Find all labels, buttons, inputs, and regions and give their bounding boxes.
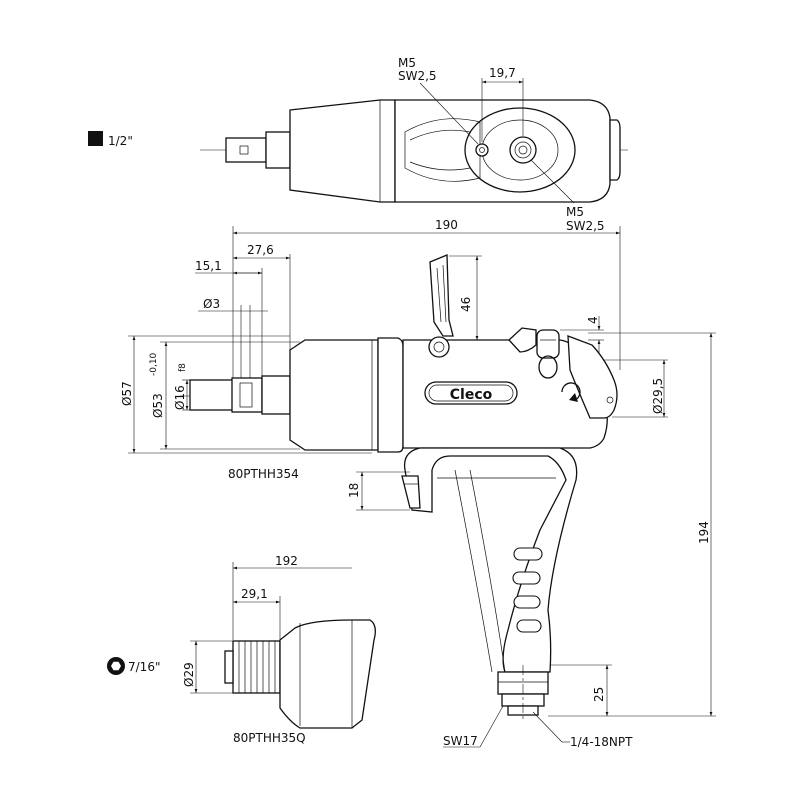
dim-192-label: 192	[275, 554, 298, 568]
npt-thread-label: 1/4-18NPT	[570, 735, 633, 749]
variant-hammer-nose	[279, 619, 376, 729]
reverse-lever	[508, 327, 537, 353]
dim-15-1-label: 15,1	[195, 259, 222, 273]
cleco-badge	[424, 381, 518, 405]
top-valve-boss	[464, 107, 576, 193]
dim-29-5-label: Ø29,5	[651, 378, 665, 414]
dim-25-label: 25	[592, 687, 606, 702]
grip-slot	[516, 619, 542, 633]
dim-53-tolerance: -0,10	[149, 352, 159, 376]
quick-change-chuck	[232, 640, 281, 694]
rotation-icon	[561, 382, 581, 401]
dim-190-label: 190	[435, 218, 458, 232]
dim-46-label: 46	[459, 297, 473, 312]
variant-view: 192 29,1 Ø29 7/16" 80PTHH35Q	[107, 554, 376, 745]
square-drive-icon	[88, 131, 103, 146]
side-drive-collar	[231, 377, 263, 413]
callout-top-m5: M5	[398, 56, 416, 70]
top-drive-label: 1/2"	[108, 134, 133, 148]
grip-slot	[512, 571, 541, 585]
grip-slot	[513, 595, 541, 609]
dim-hole-label: Ø3	[203, 297, 220, 311]
side-hammer-nose	[289, 339, 379, 451]
top-hammer-case	[289, 99, 396, 203]
side-model-label: 80PTHH354	[228, 467, 299, 481]
top-drive-pin	[239, 145, 249, 155]
callout-top-sw: SW2,5	[398, 69, 437, 83]
dim-53-label: Ø53	[151, 393, 165, 418]
top-square-drive	[225, 137, 267, 163]
side-anvil	[261, 375, 291, 415]
variant-model-label: 80PTHH35Q	[233, 731, 306, 745]
chuck-tip	[224, 650, 234, 684]
dim-18-label: 18	[347, 483, 361, 498]
top-inlet-ring	[509, 136, 537, 164]
hanger-bail	[429, 254, 454, 337]
top-anvil-collar	[265, 131, 291, 169]
dim-57-label: Ø57	[120, 381, 134, 406]
dim-29-1-label: 29,1	[241, 587, 268, 601]
side-hammer-case	[377, 337, 404, 453]
trigger	[401, 475, 421, 509]
callout-bottom-sw: SW2,5	[566, 219, 605, 233]
dim-194-label: 194	[697, 521, 711, 544]
pistol-grip	[403, 447, 578, 673]
dim-19-7-label: 19,7	[489, 66, 516, 80]
brand-logo-text: Cleco	[450, 387, 493, 403]
dim-27-6-label: 27,6	[247, 243, 274, 257]
dim-16-label: Ø16	[173, 385, 187, 410]
top-motor-housing	[394, 99, 611, 203]
callout-bottom-m5: M5	[566, 205, 584, 219]
dim-29-label: Ø29	[182, 662, 196, 687]
throttle-valve	[536, 329, 560, 359]
top-view: 1/2" 19,7 M5 SW2,5	[88, 56, 632, 233]
hex-drive-label: 7/16"	[128, 660, 160, 674]
grip-slot	[513, 547, 543, 561]
dim-16-tolerance: f8	[178, 363, 188, 372]
sw17-label: SW17	[443, 734, 478, 748]
dim-4-label: 4	[586, 316, 600, 324]
top-m5-screw	[475, 143, 489, 157]
top-rear-cap	[609, 119, 621, 181]
side-view: 190 27,6 15,1 Ø3 Cleco	[120, 218, 716, 749]
side-rear-cap	[567, 335, 618, 419]
hanger-pivot	[428, 336, 450, 358]
